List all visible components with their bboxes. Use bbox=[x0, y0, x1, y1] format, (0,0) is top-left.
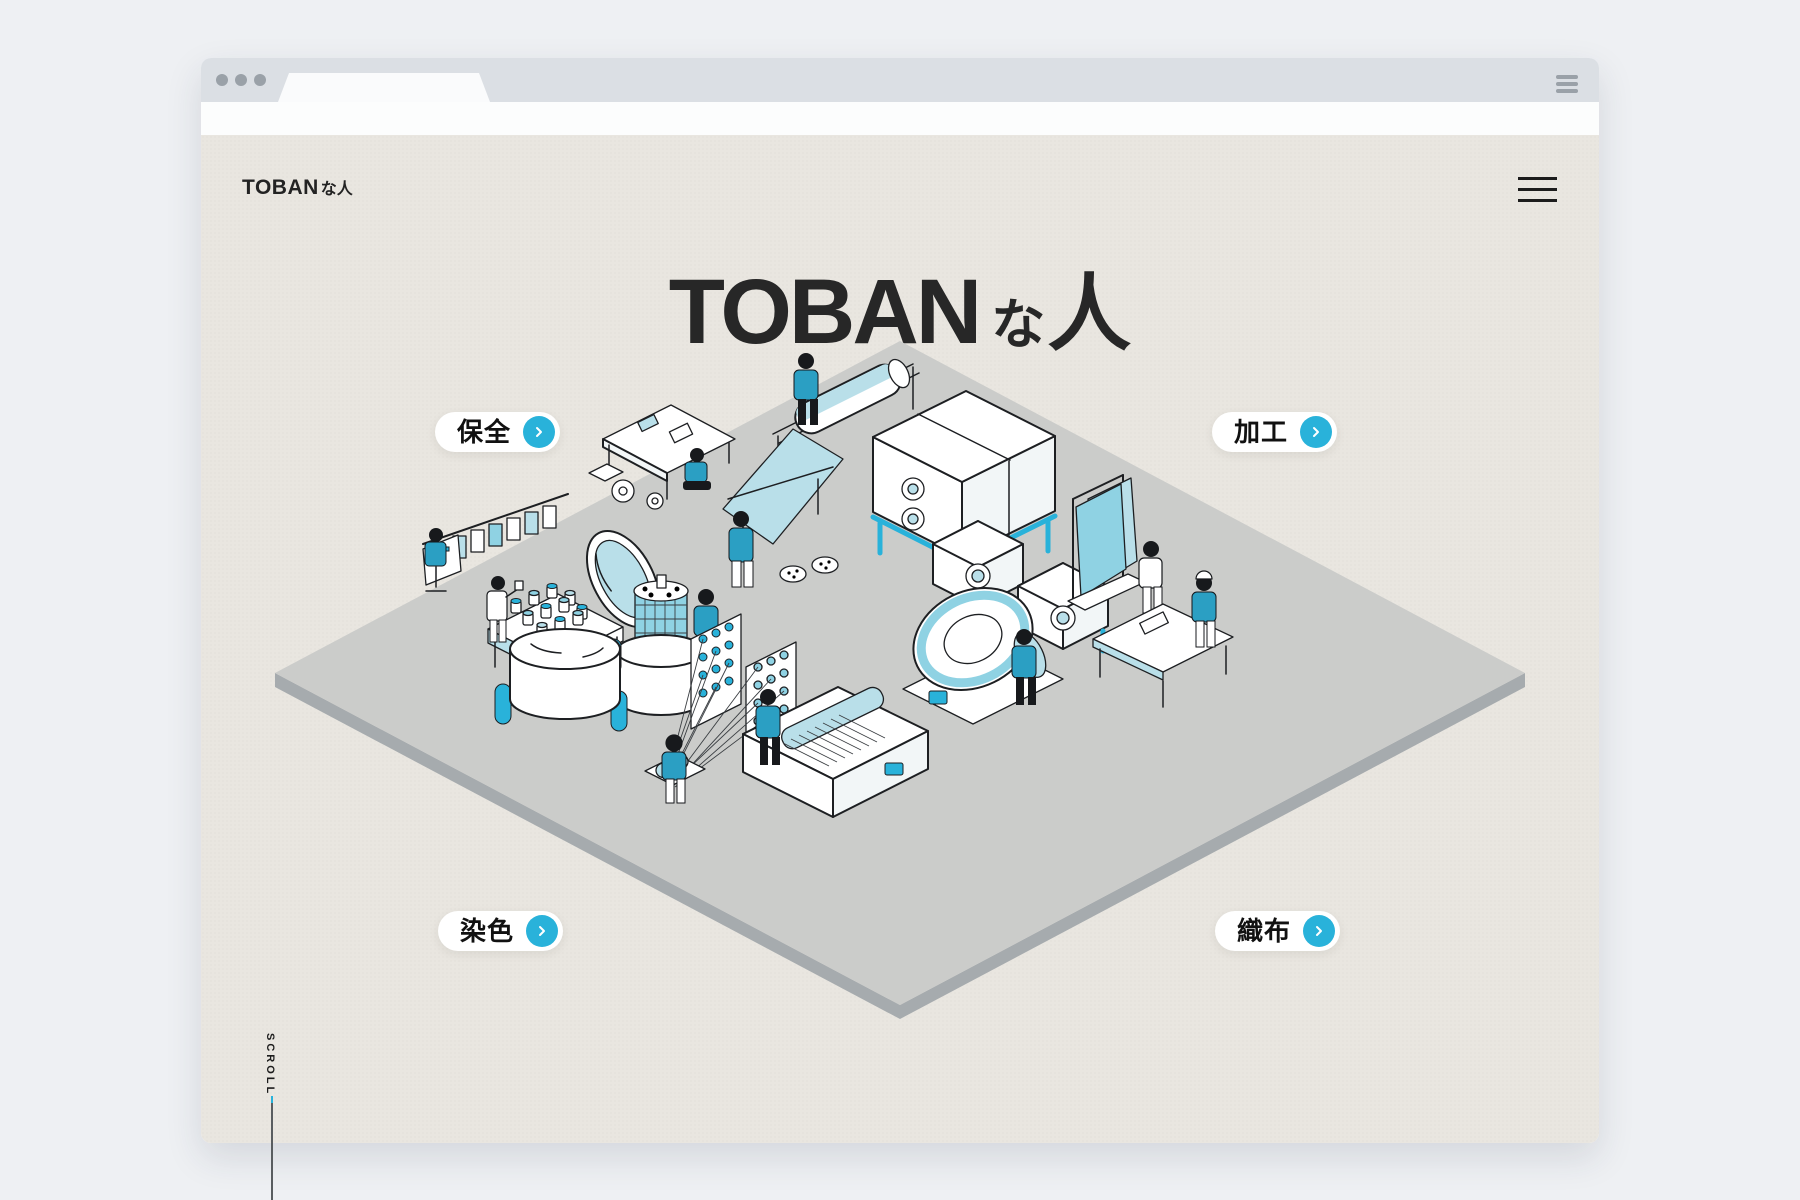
factory-illustration bbox=[275, 341, 1525, 1019]
platform bbox=[275, 341, 1525, 1019]
nav-button-kako[interactable]: 加工 bbox=[1212, 412, 1338, 452]
arrow-right-circle-icon bbox=[526, 915, 559, 947]
site-logo-suffix: な人 bbox=[320, 181, 353, 198]
nav-button-label: 加工 bbox=[1234, 417, 1289, 447]
bobbins bbox=[698, 622, 734, 698]
round-tank bbox=[494, 628, 628, 732]
browser-tab[interactable] bbox=[278, 73, 490, 102]
arrow-right-circle-icon bbox=[1303, 915, 1336, 947]
fabric-hanging-rack bbox=[1067, 474, 1163, 614]
nav-button-senshoku[interactable]: 染色 bbox=[438, 911, 564, 951]
page-title-kanji: 人 bbox=[1047, 267, 1132, 361]
maintenance-workbench bbox=[588, 404, 736, 510]
address-bar[interactable] bbox=[201, 102, 1599, 135]
site-logo-latin: TOBAN bbox=[242, 176, 319, 199]
finishing-table bbox=[1092, 570, 1234, 708]
arrow-right-circle-icon bbox=[1300, 416, 1333, 448]
sample-rack bbox=[422, 493, 569, 592]
window-control-dot[interactable] bbox=[235, 74, 247, 86]
arrow-right-circle-icon bbox=[523, 416, 556, 448]
browser-menu-icon[interactable] bbox=[1556, 75, 1578, 93]
hamburger-icon[interactable] bbox=[1518, 177, 1557, 202]
scroll-indicator-label: SCROLL bbox=[264, 1033, 276, 1097]
inspection-frame bbox=[722, 428, 844, 588]
window-control-dot[interactable] bbox=[216, 74, 228, 86]
nav-button-label: 保全 bbox=[457, 417, 512, 447]
nav-button-shokufu[interactable]: 織布 bbox=[1215, 911, 1341, 951]
window-controls[interactable] bbox=[216, 74, 266, 86]
worker bbox=[793, 353, 819, 425]
nav-button-label: 織布 bbox=[1237, 916, 1292, 946]
fabric-roller bbox=[772, 358, 920, 472]
window-control-dot[interactable] bbox=[254, 74, 266, 86]
scroll-indicator-line bbox=[271, 1096, 273, 1200]
jigger-machine bbox=[902, 587, 1064, 725]
reed-threads bbox=[782, 714, 886, 767]
weaving-loom bbox=[742, 686, 929, 818]
nav-button-label: 染色 bbox=[460, 916, 515, 946]
page-title-kana: な bbox=[991, 295, 1046, 355]
browser-titlebar bbox=[201, 58, 1599, 102]
pattern-plates bbox=[779, 556, 839, 583]
page-title-latin: TOBAN bbox=[668, 261, 982, 363]
page-title: TOBAN な 人 bbox=[201, 247, 1599, 368]
nav-button-hozen[interactable]: 保全 bbox=[435, 412, 561, 452]
